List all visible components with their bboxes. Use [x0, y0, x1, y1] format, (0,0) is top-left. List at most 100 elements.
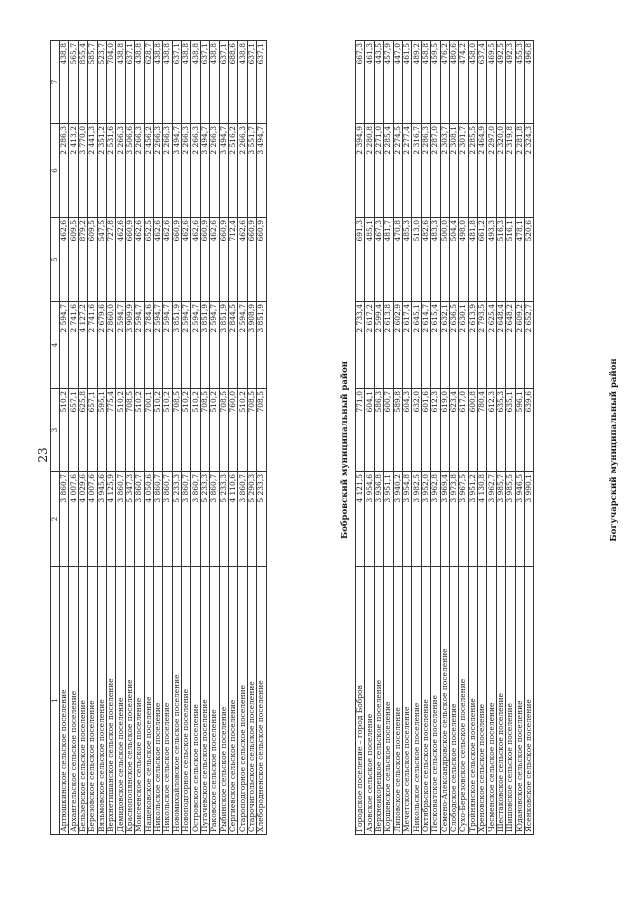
value-cell: 510,2 — [209, 388, 220, 472]
value-cell: 2 266,3 — [162, 123, 173, 218]
row-label-cell: Березовское сельское поселение — [87, 566, 98, 835]
value-cell: 619,0 — [440, 388, 450, 472]
value-cell: 708,5 — [247, 388, 257, 472]
value-cell: 637,1 — [247, 40, 257, 124]
value-cell: 462,6 — [181, 217, 191, 302]
value-cell: 2 266,3 — [209, 123, 220, 218]
value-cell: 516,1 — [505, 217, 516, 302]
value-cell: 2 741,6 — [87, 301, 98, 389]
value-cell: 2 594,7 — [181, 301, 191, 389]
row-label-cell: Тройнянское сельское поселение — [468, 566, 478, 835]
value-cell: 2 280,8 — [364, 123, 375, 218]
district-heading-bobrov: Бобровский муниципальный район — [340, 360, 350, 540]
value-cell: 510,2 — [237, 388, 248, 472]
value-cell: 712,4 — [228, 217, 238, 302]
value-cell: 516,3 — [496, 217, 506, 302]
row-label-cell: Семено-Александровское сельское поселени… — [440, 566, 450, 835]
value-cell: 2 413,2 — [68, 123, 79, 218]
value-cell: 2 266,3 — [134, 123, 145, 218]
value-cell: 780,4 — [477, 388, 487, 472]
value-cell: 2 266,3 — [237, 123, 248, 218]
value-cell: 2 351,2 — [97, 123, 107, 218]
value-cell: 855,4 — [78, 40, 88, 124]
value-cell: 612,3 — [430, 388, 441, 472]
value-cell: 760,0 — [228, 388, 238, 472]
value-cell: 3 851,9 — [219, 301, 229, 389]
row-label-cell: Слободское сельское поселение — [449, 566, 459, 835]
value-cell: 3 954,6 — [364, 471, 375, 567]
value-cell: 704,0 — [106, 40, 116, 124]
row-label-cell: Мечетское сельское поселение — [402, 566, 412, 835]
value-cell: 2 266,3 — [115, 123, 126, 218]
value-cell: 5 233,3 — [219, 471, 229, 567]
value-cell: 4 127,2 — [78, 301, 88, 389]
value-cell: 438,8 — [134, 40, 145, 124]
value-cell: 489,2 — [411, 40, 422, 124]
value-cell: 660,9 — [247, 217, 257, 302]
value-cell: 3 860,7 — [190, 471, 201, 567]
value-cell: 3 860,7 — [181, 471, 191, 567]
value-cell: 481,8 — [468, 217, 478, 302]
value-cell: 4 121,5 — [355, 471, 365, 567]
value-cell: 2 615,4 — [430, 301, 441, 389]
value-cell: 462,6 — [237, 217, 248, 302]
row-label-cell: Азовское сельское поселение — [364, 566, 375, 835]
value-cell: 5 233,3 — [172, 471, 182, 567]
value-cell: 2 602,9 — [393, 301, 403, 389]
row-label-cell: Ясенковское сельское поселение — [524, 566, 534, 835]
value-cell: 4 — [50, 301, 60, 389]
value-cell: 3 494,7 — [172, 123, 182, 218]
value-cell: 2 266,3 — [153, 123, 163, 218]
value-cell: 474,2 — [458, 40, 469, 124]
value-cell: 3 860,7 — [209, 471, 220, 567]
district-heading-boguchar: Богучарский муниципальный район — [609, 358, 619, 542]
value-cell: 609,5 — [68, 217, 79, 302]
row-label-cell: Демидовское сельское поселение — [115, 566, 126, 835]
value-cell: 3 494,7 — [219, 123, 229, 218]
row-label-cell: Песковатское сельское поселение — [430, 566, 441, 835]
value-cell: 596,1 — [515, 388, 525, 472]
value-cell: 510,2 — [190, 388, 201, 472]
value-cell: 628,7 — [144, 40, 154, 124]
value-cell: 493,3 — [486, 217, 497, 302]
value-cell: 3 962,7 — [486, 471, 497, 567]
value-cell: 492,3 — [505, 40, 516, 124]
value-cell: 461,3 — [364, 40, 375, 124]
value-cell: 3 770,0 — [78, 123, 88, 218]
row-label-cell: Новомихайловское сельское поселение — [172, 566, 182, 835]
value-cell: 4 007,6 — [87, 471, 98, 567]
value-cell: 3 985,5 — [505, 471, 516, 567]
value-cell: 2 609,2 — [515, 301, 525, 389]
value-cell: 565,7 — [68, 40, 79, 124]
value-cell: 2 793,5 — [477, 301, 487, 389]
value-cell: 3 990,1 — [524, 471, 534, 567]
value-cell: 652,5 — [144, 217, 154, 302]
value-cell: 600,8 — [468, 388, 478, 472]
value-cell: 3 551,7 — [247, 123, 257, 218]
value-cell: 637,1 — [172, 40, 182, 124]
value-cell: 660,9 — [125, 217, 135, 302]
value-cell: 4 125,9 — [106, 471, 116, 567]
value-cell: 462,6 — [59, 217, 69, 302]
value-cell: 462,6 — [209, 217, 220, 302]
value-cell: 708,5 — [200, 388, 210, 472]
value-cell: 3 940,2 — [393, 471, 403, 567]
row-label-cell: Моисеевское сельское поселение — [134, 566, 145, 835]
value-cell: 482,6 — [421, 217, 431, 302]
value-cell: 2 636,5 — [449, 301, 459, 389]
value-cell: 3 860,7 — [153, 471, 163, 567]
value-cell: 2 625,4 — [486, 301, 497, 389]
value-cell: 617,0 — [458, 388, 469, 472]
row-label-cell: Верхнетишанское сельское поселение — [106, 566, 116, 835]
